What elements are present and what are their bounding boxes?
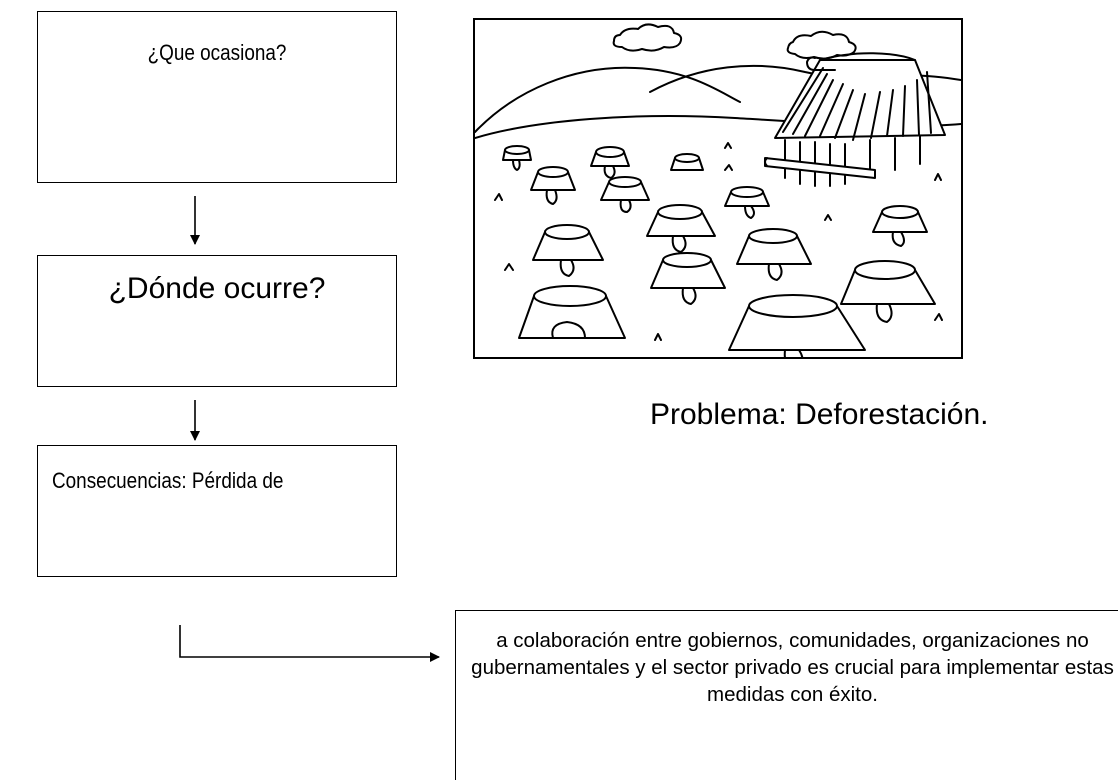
box-label-consequences: Consecuencias: Pérdida de xyxy=(52,468,284,493)
question-box-location: ¿Dónde ocurre? xyxy=(37,255,397,387)
hut-icon xyxy=(764,52,946,187)
cloud-icon xyxy=(612,23,683,52)
tree-stump-icon xyxy=(530,166,576,205)
box-label-solution: a colaboración entre gobiernos, comunida… xyxy=(471,629,1114,707)
tree-stump-icon xyxy=(728,294,866,357)
box-label-location: ¿Dónde ocurre? xyxy=(108,272,326,305)
question-box-causes: ¿Que ocasiona? xyxy=(37,11,397,183)
tree-stump-icon xyxy=(650,252,726,305)
tree-stump-icon xyxy=(736,228,812,281)
tree-stump-icon xyxy=(502,145,532,171)
consequences-box: Consecuencias: Pérdida de xyxy=(37,445,397,577)
tree-stump-icon xyxy=(590,146,630,179)
tree-stump-icon xyxy=(670,153,704,171)
tree-stump-icon xyxy=(872,205,928,247)
tree-stump-icon xyxy=(532,224,604,277)
tree-stump-icon xyxy=(518,285,626,339)
tree-stump-icon xyxy=(840,260,936,323)
solution-box: a colaboración entre gobiernos, comunida… xyxy=(455,610,1118,780)
box-label-causes: ¿Que ocasiona? xyxy=(147,40,287,65)
deforestation-illustration xyxy=(473,18,963,359)
problem-caption: Problema: Deforestación. xyxy=(650,398,989,431)
arrow-box3-to-box4 xyxy=(179,625,440,662)
hill-icon xyxy=(475,66,741,133)
tree-stump-icon xyxy=(724,186,770,219)
deforestation-drawing xyxy=(475,23,961,357)
tree-stump-icon xyxy=(646,204,716,253)
tree-stump-icon xyxy=(600,176,650,213)
